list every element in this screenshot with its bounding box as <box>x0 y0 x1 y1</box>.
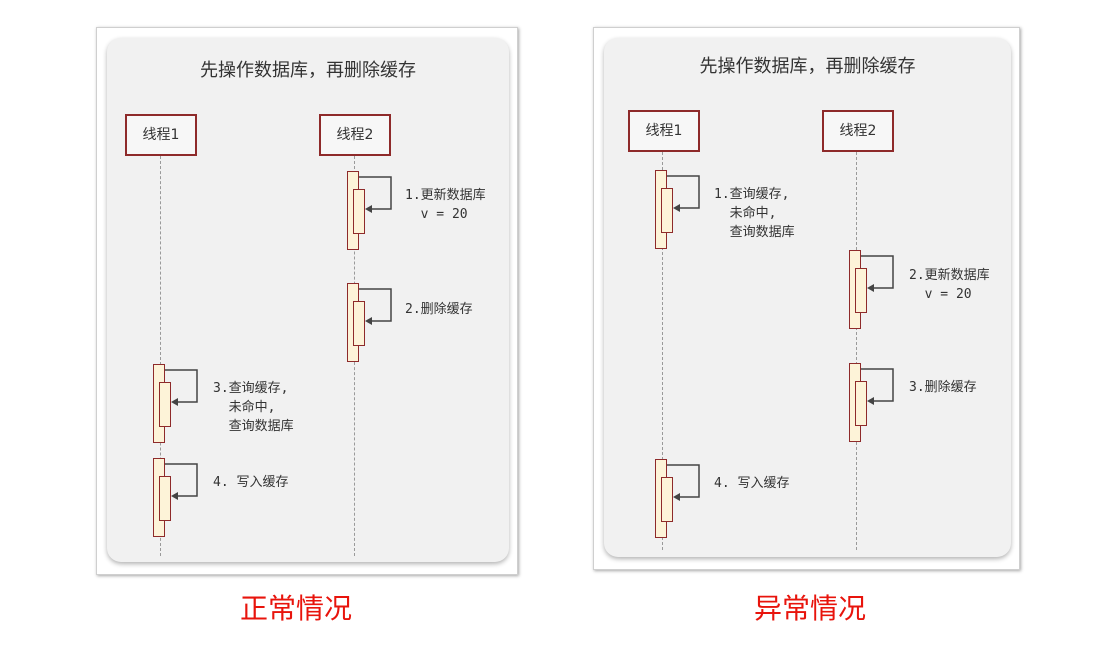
participant-thread-2: 线程2 <box>822 110 894 152</box>
activation-bar-nested <box>661 188 673 233</box>
activation-bar-nested <box>159 476 171 521</box>
self-message-arrow <box>165 369 198 406</box>
activation-bar-nested <box>855 268 867 313</box>
self-message-arrow <box>667 464 700 501</box>
self-message-arrow <box>359 288 392 325</box>
participant-thread-1: 线程1 <box>125 114 197 156</box>
lifeline-thread-1 <box>662 152 663 550</box>
caption-abnormal: 异常情况 <box>753 592 866 625</box>
self-message-arrow <box>861 368 894 405</box>
self-message-arrow <box>667 175 700 212</box>
step-label: 2.更新数据库 v = 20 <box>909 268 990 302</box>
step-label: 3.删除缓存 <box>909 380 977 395</box>
diagram-card: 先操作数据库，再删除缓存 线程1 线程2 1.查询缓存, 未命中, 查询数据库 … <box>604 38 1011 557</box>
activation-bar-nested <box>159 382 171 427</box>
lifeline-thread-2 <box>856 152 857 550</box>
self-message-arrow <box>359 176 392 213</box>
self-message-arrow <box>861 255 894 292</box>
diagram-card: 先操作数据库，再删除缓存 线程1 线程2 1.更新数据库 v = 20 2.删除… <box>107 38 509 562</box>
step-label: 2.删除缓存 <box>405 302 473 317</box>
step-label: 1.更新数据库 v = 20 <box>405 188 486 222</box>
activation-bar-nested <box>661 477 673 522</box>
activation-bar-nested <box>855 381 867 426</box>
activation-bar-nested <box>353 189 365 234</box>
participant-thread-2: 线程2 <box>319 114 391 156</box>
activation-bar-nested <box>353 301 365 346</box>
caption-normal: 正常情况 <box>239 592 352 625</box>
step-label: 4. 写入缓存 <box>714 476 790 491</box>
diagram-title: 先操作数据库，再删除缓存 <box>699 56 916 77</box>
step-label: 3.查询缓存, 未命中, 查询数据库 <box>213 381 294 434</box>
step-label: 4. 写入缓存 <box>213 475 289 490</box>
diagram-panel-normal: 先操作数据库，再删除缓存 线程1 线程2 1.更新数据库 v = 20 2.删除… <box>96 27 518 575</box>
diagram-title: 先操作数据库，再删除缓存 <box>200 60 416 81</box>
participant-thread-1: 线程1 <box>628 110 700 152</box>
diagram-panel-abnormal: 先操作数据库，再删除缓存 线程1 线程2 1.查询缓存, 未命中, 查询数据库 … <box>593 27 1020 570</box>
step-label: 1.查询缓存, 未命中, 查询数据库 <box>714 187 795 240</box>
self-message-arrow <box>165 463 198 500</box>
lifeline-thread-1 <box>160 156 161 556</box>
